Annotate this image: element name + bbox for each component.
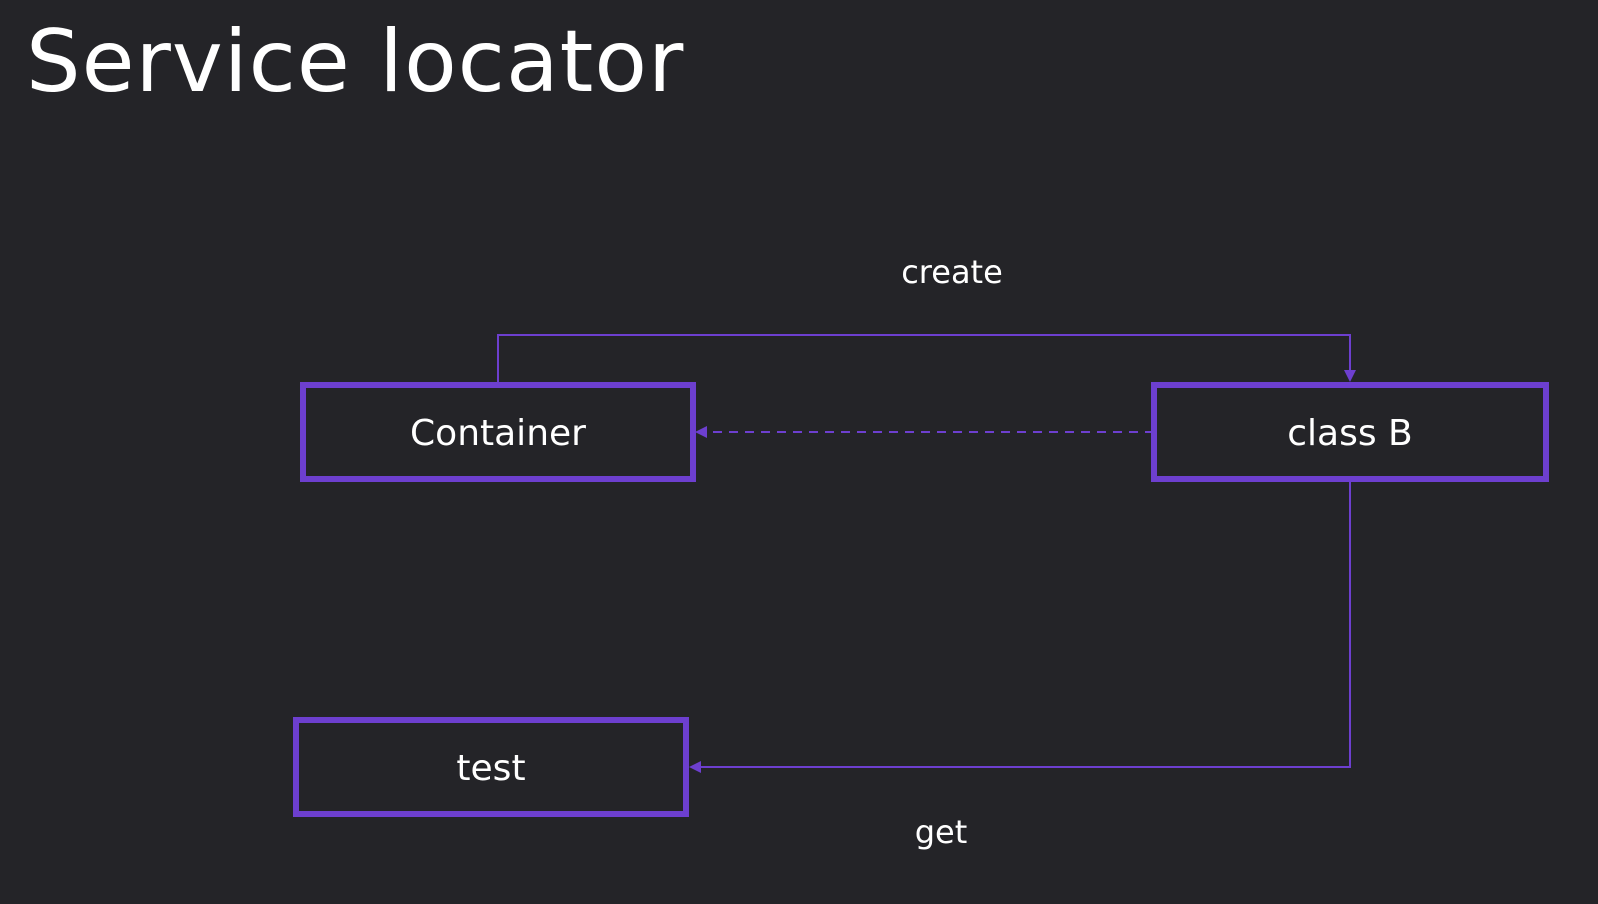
create-arrow	[497, 334, 1356, 382]
class-b-label: class B	[1287, 413, 1413, 454]
container-box	[300, 382, 696, 482]
create-label: create	[901, 253, 1003, 291]
get-arrow	[689, 480, 1351, 773]
node-container: Container	[300, 382, 696, 482]
test-label: test	[456, 748, 525, 789]
slide-title: Service locator	[26, 12, 685, 112]
class-b-box	[1151, 382, 1549, 482]
node-class-b: class B	[1151, 382, 1549, 482]
node-test: test	[293, 717, 689, 817]
edge-create: create	[497, 253, 1356, 382]
test-box	[293, 717, 689, 817]
edge-get: get	[689, 480, 1351, 851]
get-label: get	[915, 813, 968, 851]
container-label: Container	[410, 413, 586, 454]
